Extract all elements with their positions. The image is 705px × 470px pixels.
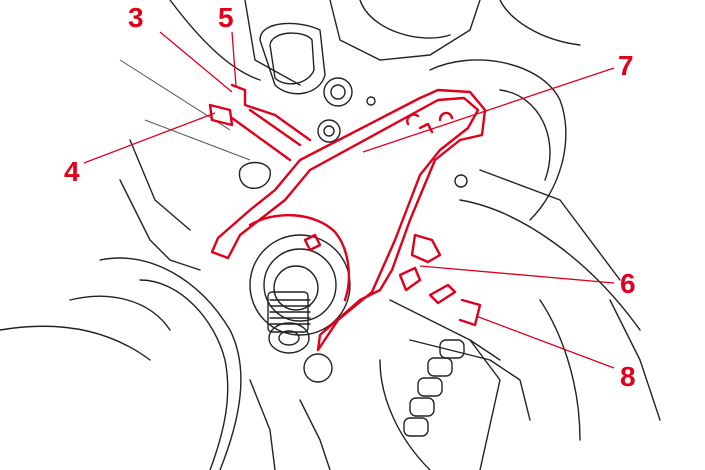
callout-3: 3 [128,2,144,33]
leader-7 [362,67,615,153]
leader-6 [419,265,615,284]
housing-outline [0,0,661,470]
callout-4: 4 [64,156,80,187]
callout-5: 5 [218,2,234,33]
part-8-bracket [428,283,457,305]
leader-5 [231,31,237,87]
leader-3 [159,31,233,93]
callout-7: 7 [618,50,634,81]
ribbed-cover [403,339,501,470]
leader-4 [83,112,216,164]
part-3-stop [208,103,234,127]
shaft-assembly [249,234,351,354]
part-7-lever [210,88,487,352]
bolt-heads [303,77,468,383]
leader-lines [83,31,615,369]
callout-6: 6 [620,268,636,299]
part-6-pawl [410,233,442,264]
callout-8: 8 [620,361,636,392]
leader-8 [475,315,615,369]
part-5-plate [230,83,312,142]
